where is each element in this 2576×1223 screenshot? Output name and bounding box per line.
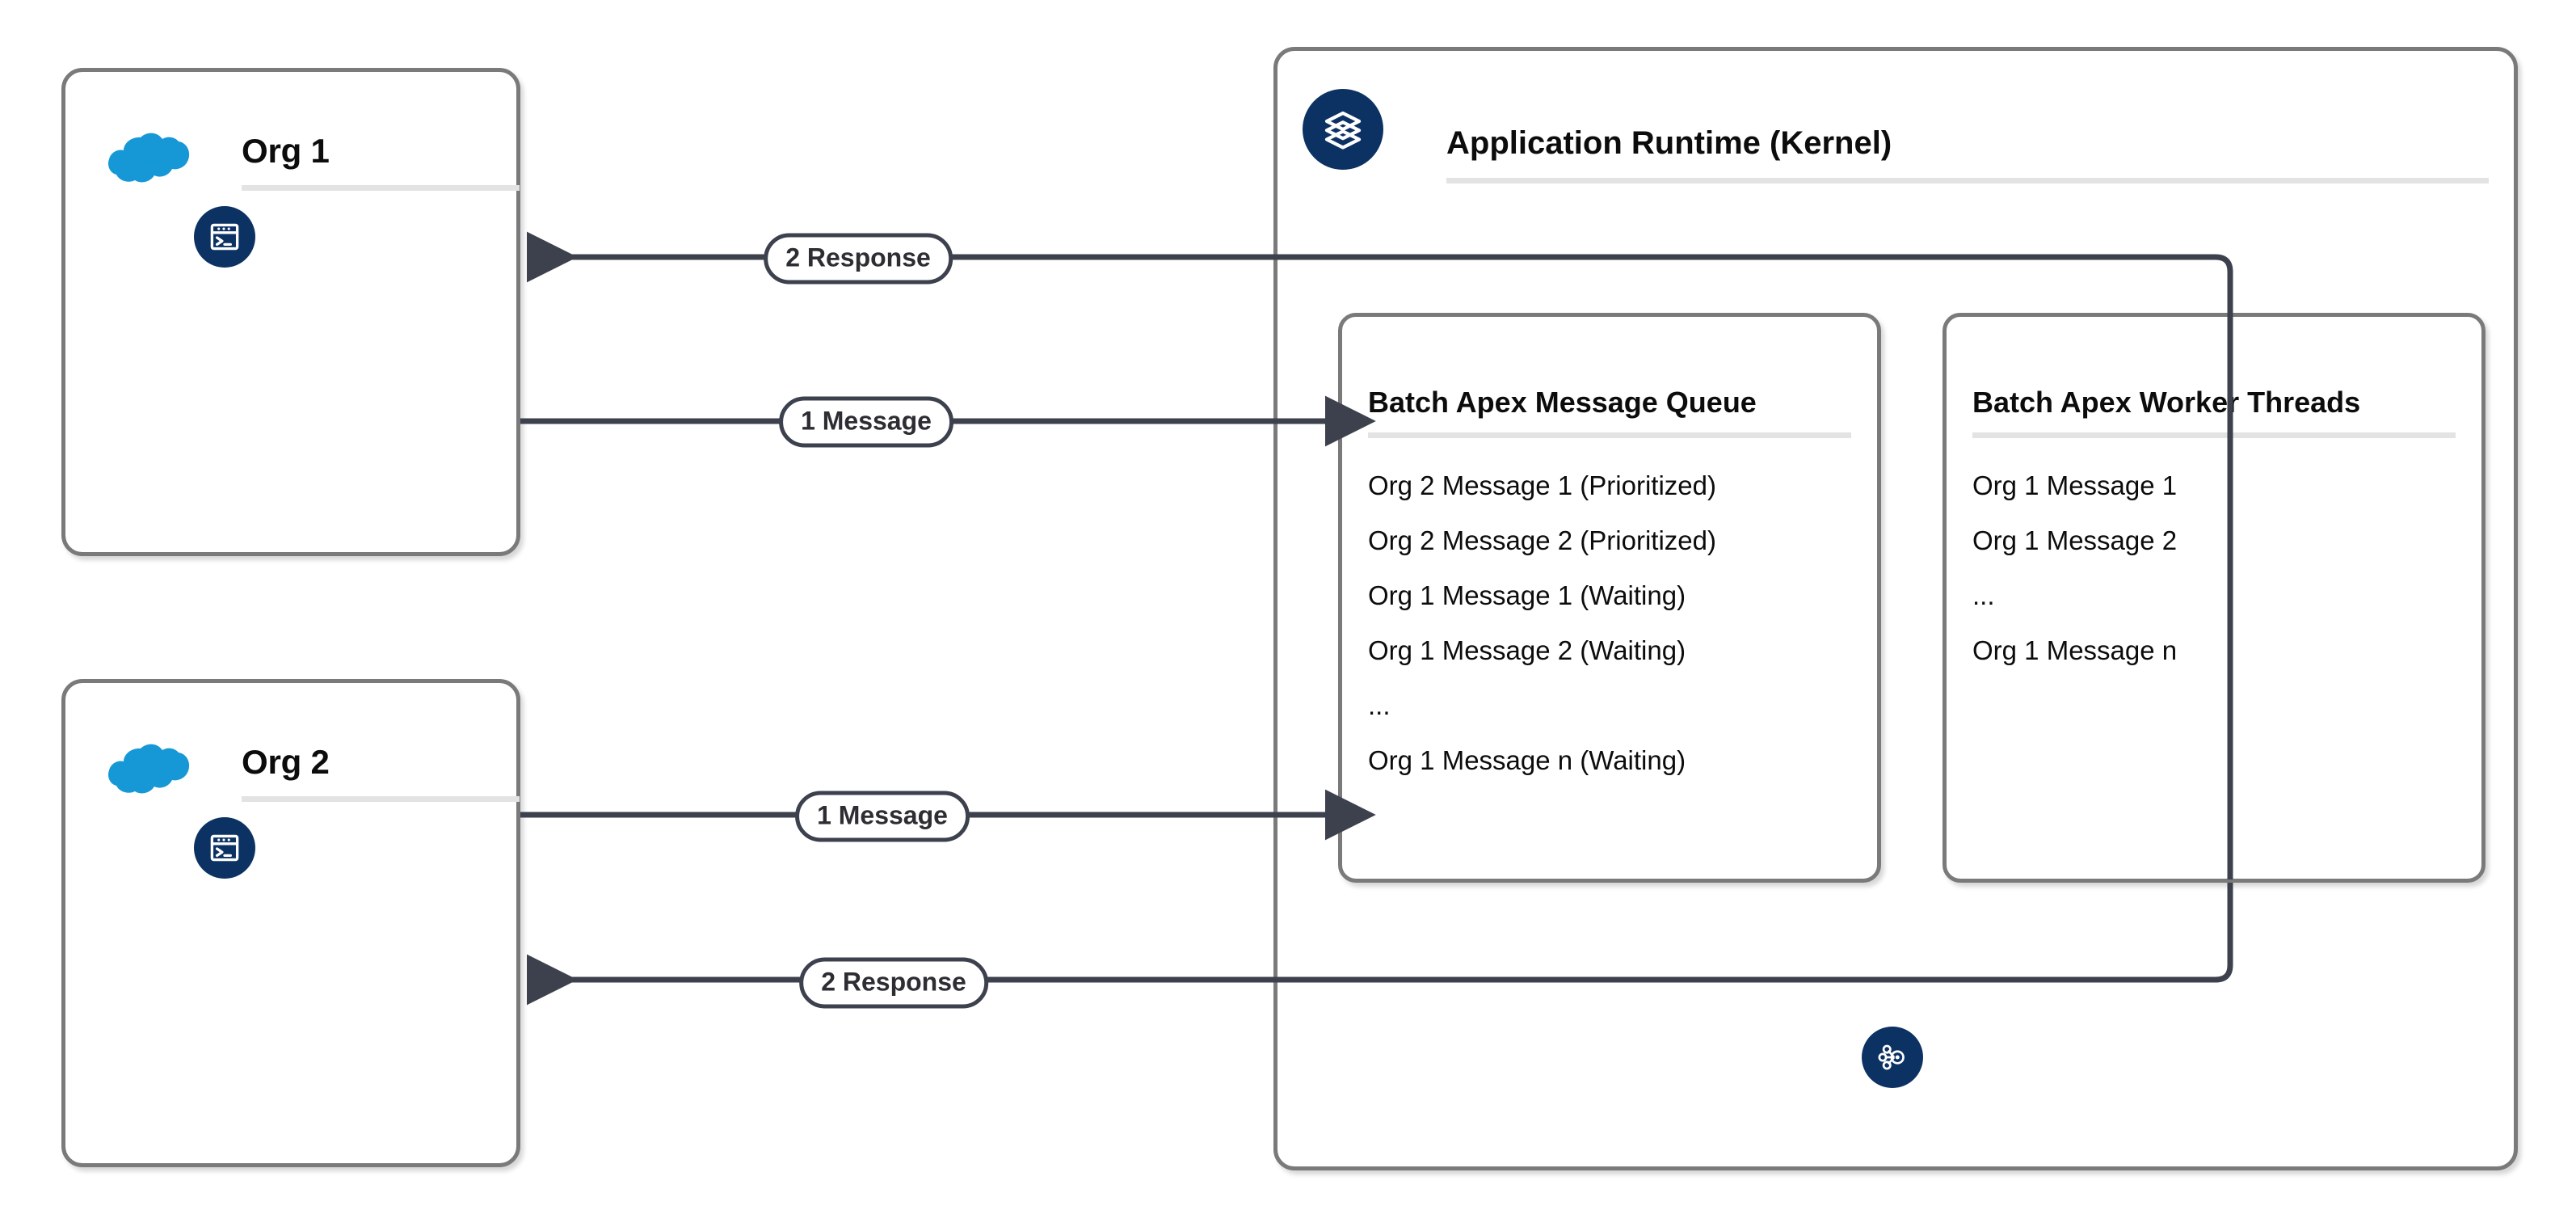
network-hub-icon bbox=[1862, 1027, 1923, 1088]
list-item: Org 2 Message 2 (Prioritized) bbox=[1368, 525, 1716, 555]
list-item: Org 1 Message n (Waiting) bbox=[1368, 745, 1686, 775]
batch-apex-worker-threads-panel[interactable]: Batch Apex Worker Threads Org 1 Message … bbox=[1943, 313, 2486, 883]
list-item: Org 2 Message 1 (Prioritized) bbox=[1368, 470, 1716, 500]
batch-apex-message-queue-panel[interactable]: Batch Apex Message Queue Org 2 Message 1… bbox=[1338, 313, 1881, 883]
org-title: Org 1 bbox=[242, 132, 330, 170]
list-item: ... bbox=[1972, 580, 1995, 610]
org-header-divider bbox=[242, 185, 520, 191]
terminal-console-icon bbox=[194, 817, 255, 879]
stacked-layers-icon bbox=[1303, 89, 1383, 170]
terminal-console-icon bbox=[194, 206, 255, 268]
runtime-title: Application Runtime (Kernel) bbox=[1446, 125, 1892, 161]
panel-title: Batch Apex Message Queue bbox=[1368, 386, 1757, 419]
runtime-header-divider bbox=[1446, 178, 2489, 183]
list-item: Org 1 Message 1 bbox=[1972, 470, 2178, 500]
list-item: ... bbox=[1368, 690, 1391, 720]
list-item: Org 1 Message 2 bbox=[1972, 525, 2178, 555]
org-card-2[interactable]: Org 2 bbox=[61, 679, 520, 1167]
org-header-divider bbox=[242, 796, 520, 802]
edge-label-response-org1: 2 Response bbox=[764, 233, 953, 285]
panel-divider bbox=[1972, 432, 2456, 438]
salesforce-cloud-icon bbox=[107, 130, 192, 190]
list-item: Org 1 Message n bbox=[1972, 635, 2178, 665]
org-title: Org 2 bbox=[242, 743, 330, 781]
list-item: Org 1 Message 2 (Waiting) bbox=[1368, 635, 1686, 665]
panel-divider bbox=[1368, 432, 1851, 438]
list-item: Org 1 Message 1 (Waiting) bbox=[1368, 580, 1686, 610]
salesforce-cloud-icon bbox=[107, 741, 192, 801]
edge-label-message-org2: 1 Message bbox=[795, 791, 970, 842]
queue-item-list: Org 2 Message 1 (Prioritized) Org 2 Mess… bbox=[1368, 458, 1861, 788]
edge-label-response-org2: 2 Response bbox=[799, 957, 988, 1009]
worker-item-list: Org 1 Message 1 Org 1 Message 2 ... Org … bbox=[1972, 458, 2465, 678]
panel-title: Batch Apex Worker Threads bbox=[1972, 386, 2361, 419]
org-card-1[interactable]: Org 1 bbox=[61, 68, 520, 556]
edge-label-message-org1: 1 Message bbox=[779, 396, 953, 448]
